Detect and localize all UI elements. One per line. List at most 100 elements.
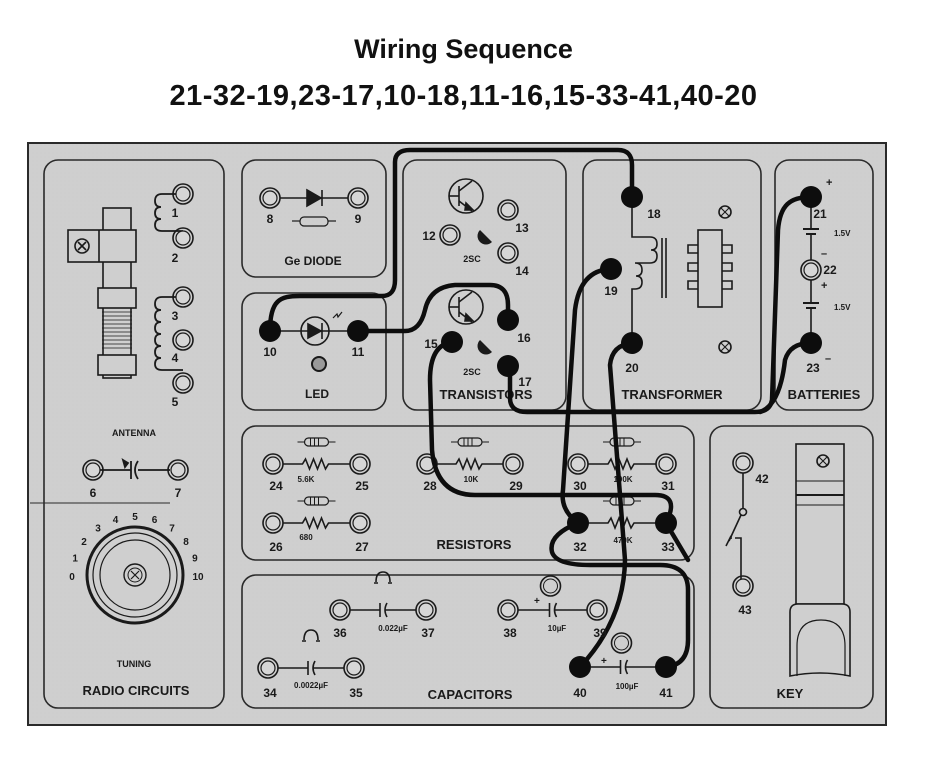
- terminal-spring-icon[interactable]: [418, 602, 434, 618]
- terminal-spring-icon[interactable]: [415, 599, 437, 621]
- terminal-spring-icon[interactable]: [172, 329, 194, 351]
- terminal-spring-icon[interactable]: [416, 453, 438, 475]
- terminal-37[interactable]: [415, 599, 437, 621]
- terminal-24[interactable]: [262, 453, 284, 475]
- terminal-spring-icon[interactable]: [167, 459, 189, 481]
- terminal-29[interactable]: [502, 453, 524, 475]
- terminal-spring-icon[interactable]: [500, 602, 516, 618]
- terminal-spring-icon[interactable]: [655, 453, 677, 475]
- terminal-connected-dot[interactable]: [800, 186, 822, 208]
- terminal-17[interactable]: [497, 355, 519, 377]
- terminal-14[interactable]: [497, 242, 519, 264]
- terminal-spring-icon[interactable]: [170, 462, 186, 478]
- terminal-20[interactable]: [621, 332, 643, 354]
- terminal-39[interactable]: [586, 599, 608, 621]
- terminal-43[interactable]: [732, 575, 754, 597]
- terminal-spring-icon[interactable]: [262, 453, 284, 475]
- terminal-41[interactable]: [655, 656, 677, 678]
- terminal-spring-icon[interactable]: [500, 245, 516, 261]
- terminal-spring-icon[interactable]: [332, 602, 348, 618]
- terminal-38[interactable]: [497, 599, 519, 621]
- terminal-36[interactable]: [329, 599, 351, 621]
- terminal-18[interactable]: [621, 186, 643, 208]
- terminal-spring-icon[interactable]: [347, 187, 369, 209]
- terminal-40[interactable]: [569, 656, 591, 678]
- terminal-12[interactable]: [439, 224, 461, 246]
- terminal-connected-dot[interactable]: [441, 331, 463, 353]
- terminal-16[interactable]: [497, 309, 519, 331]
- terminal-spring-icon[interactable]: [262, 190, 278, 206]
- terminal-spring-icon[interactable]: [172, 183, 194, 205]
- terminal-spring-icon[interactable]: [260, 660, 276, 676]
- terminal-spring-icon[interactable]: [172, 227, 194, 249]
- terminal-spring-icon[interactable]: [732, 575, 754, 597]
- terminal-spring-icon[interactable]: [349, 512, 371, 534]
- terminal-spring-icon[interactable]: [265, 456, 281, 472]
- wire-40-20[interactable]: [577, 340, 635, 670]
- terminal-33[interactable]: [655, 512, 677, 534]
- terminal-1[interactable]: [172, 183, 194, 205]
- terminal-spring-icon[interactable]: [352, 515, 368, 531]
- terminal-spring-icon[interactable]: [735, 578, 751, 594]
- terminal-spring-icon[interactable]: [175, 332, 191, 348]
- terminal-32[interactable]: [567, 512, 589, 534]
- terminal-spring-icon[interactable]: [259, 187, 281, 209]
- terminal-2[interactable]: [172, 227, 194, 249]
- terminal-connected-dot[interactable]: [347, 320, 369, 342]
- terminal-spring-icon[interactable]: [346, 660, 362, 676]
- terminal-spring-icon[interactable]: [589, 602, 605, 618]
- terminal-spring-icon[interactable]: [442, 227, 458, 243]
- terminal-19[interactable]: [600, 258, 622, 280]
- terminal-35[interactable]: [343, 657, 365, 679]
- terminal-25[interactable]: [349, 453, 371, 475]
- terminal-spring-icon[interactable]: [172, 372, 194, 394]
- terminal-7[interactable]: [167, 459, 189, 481]
- terminal-9[interactable]: [347, 187, 369, 209]
- terminal-connected-dot[interactable]: [497, 309, 519, 331]
- terminal-spring-icon[interactable]: [497, 242, 519, 264]
- terminal-connected-dot[interactable]: [600, 258, 622, 280]
- wire-11-16[interactable]: [355, 282, 511, 334]
- terminal-34[interactable]: [257, 657, 279, 679]
- terminal-10[interactable]: [259, 320, 281, 342]
- terminal-26[interactable]: [262, 512, 284, 534]
- terminal-connected-dot[interactable]: [259, 320, 281, 342]
- terminal-spring-icon[interactable]: [257, 657, 279, 679]
- terminal-spring-icon[interactable]: [735, 455, 751, 471]
- terminal-22[interactable]: [800, 259, 822, 281]
- terminal-spring-icon[interactable]: [586, 599, 608, 621]
- terminal-spring-icon[interactable]: [175, 230, 191, 246]
- terminal-spring-icon[interactable]: [352, 456, 368, 472]
- terminal-8[interactable]: [259, 187, 281, 209]
- terminal-spring-icon[interactable]: [500, 202, 516, 218]
- terminal-27[interactable]: [349, 512, 371, 534]
- terminal-42[interactable]: [732, 452, 754, 474]
- terminal-spring-icon[interactable]: [567, 453, 589, 475]
- terminal-connected-dot[interactable]: [655, 512, 677, 534]
- terminal-4[interactable]: [172, 329, 194, 351]
- terminal-connected-dot[interactable]: [497, 355, 519, 377]
- terminal-28[interactable]: [416, 453, 438, 475]
- tuning-dial[interactable]: [85, 525, 185, 625]
- wire-32-loop[interactable]: [549, 520, 691, 670]
- terminal-connected-dot[interactable]: [569, 656, 591, 678]
- terminal-connected-dot[interactable]: [621, 186, 643, 208]
- terminal-23[interactable]: [800, 332, 822, 354]
- terminal-spring-icon[interactable]: [732, 452, 754, 474]
- terminal-30[interactable]: [567, 453, 589, 475]
- terminal-spring-icon[interactable]: [800, 259, 822, 281]
- terminal-spring-icon[interactable]: [350, 190, 366, 206]
- terminal-spring-icon[interactable]: [175, 289, 191, 305]
- terminal-spring-icon[interactable]: [349, 453, 371, 475]
- terminal-3[interactable]: [172, 286, 194, 308]
- terminal-6[interactable]: [82, 459, 104, 481]
- terminal-spring-icon[interactable]: [497, 599, 519, 621]
- terminal-spring-icon[interactable]: [265, 515, 281, 531]
- terminal-connected-dot[interactable]: [567, 512, 589, 534]
- terminal-spring-icon[interactable]: [172, 286, 194, 308]
- terminal-connected-dot[interactable]: [621, 332, 643, 354]
- terminal-31[interactable]: [655, 453, 677, 475]
- terminal-connected-dot[interactable]: [800, 332, 822, 354]
- terminal-13[interactable]: [497, 199, 519, 221]
- terminal-spring-icon[interactable]: [502, 453, 524, 475]
